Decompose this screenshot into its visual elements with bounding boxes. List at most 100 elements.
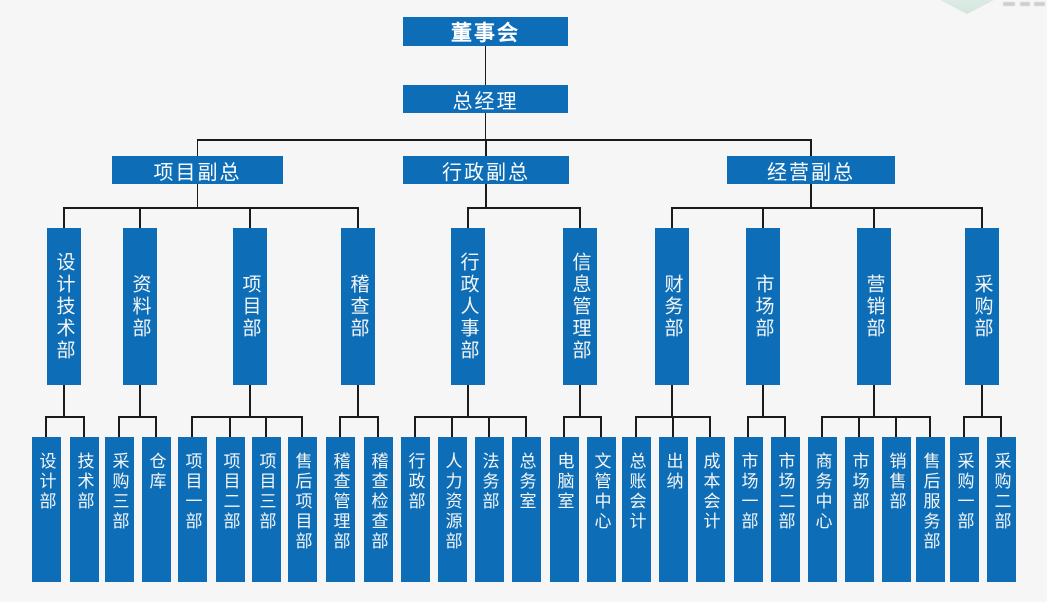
connector-line: [784, 417, 786, 437]
connector-line: [858, 417, 860, 437]
connector-line: [139, 208, 141, 228]
org-node-dept-1-1-label: 信息管理部: [569, 251, 591, 362]
org-node-sub-2-2-0-label: 商务中心: [812, 452, 832, 532]
org-node-sub-1-0-2: 法务部: [474, 437, 504, 582]
connector-line: [810, 140, 812, 156]
connector-line: [467, 208, 469, 228]
connector-line: [467, 207, 581, 209]
org-node-sub-1-1-1-label: 文管中心: [591, 452, 611, 532]
connector-line: [484, 113, 487, 140]
org-node-sub-0-1-1-label: 仓库: [146, 452, 166, 492]
org-node-dept-0-3-label: 稽查部: [347, 273, 369, 340]
org-node-sub-2-2-1-label: 市场部: [849, 452, 869, 512]
org-node-dept-1-1: 信息管理部: [563, 228, 597, 385]
connector-line: [191, 417, 193, 437]
org-node-sub-1-0-3: 总务室: [511, 437, 541, 582]
org-node-sub-0-2-0-label: 项目一部: [182, 452, 202, 532]
connector-line: [1000, 417, 1002, 437]
connector-line: [414, 417, 416, 437]
connector-line: [63, 385, 65, 417]
org-node-dept-2-1: 市场部: [746, 228, 780, 385]
connector-line: [339, 417, 341, 437]
connector-line: [525, 417, 527, 437]
org-node-sub-0-1-0: 采购三部: [104, 437, 134, 582]
connector-line: [895, 417, 897, 437]
org-node-dept-2-2: 营销部: [857, 228, 891, 385]
org-node-dept-2-0: 财务部: [655, 228, 689, 385]
org-node-dept-0-0: 设计技术部: [47, 228, 81, 385]
org-node-sub-1-0-0: 行政部: [400, 437, 430, 582]
org-node-sub-1-0-3-label: 总务室: [516, 452, 536, 512]
org-node-sub-2-3-0: 采购一部: [949, 437, 979, 582]
connector-line: [229, 417, 231, 437]
org-node-vp-1-label: 行政副总: [442, 161, 530, 184]
org-node-sub-0-3-0: 稽查管理部: [325, 437, 355, 582]
connector-line: [709, 417, 711, 437]
connector-line: [747, 417, 749, 437]
connector-line: [357, 385, 359, 417]
watermark-text-fragment: [1020, 2, 1030, 6]
connector-line: [563, 416, 602, 418]
connector-line: [63, 207, 359, 209]
org-node-vp-0-label: 项目副总: [153, 161, 242, 184]
connector-line: [963, 416, 1002, 418]
org-node-sub-2-3-0-label: 采购一部: [954, 452, 974, 532]
org-node-dept-1-0: 行政人事部: [451, 228, 485, 385]
connector-line: [963, 417, 965, 437]
connector-line: [249, 208, 251, 228]
org-node-sub-2-3-1: 采购二部: [986, 437, 1016, 582]
org-node-sub-0-2-2: 项目三部: [251, 437, 281, 582]
org-node-sub-0-0-0: 设计部: [31, 437, 61, 582]
connector-line: [139, 385, 141, 417]
org-node-sub-0-2-1-label: 项目二部: [220, 452, 240, 532]
connector-line: [981, 385, 983, 417]
connector-line: [762, 385, 764, 417]
org-node-sub-1-1-0-label: 电脑室: [554, 452, 574, 512]
connector-line: [63, 208, 65, 228]
connector-line: [671, 385, 673, 417]
org-node-general-manager: 总经理: [403, 85, 568, 113]
org-node-sub-2-3-1-label: 采购二部: [991, 452, 1011, 532]
connector-line: [485, 140, 487, 156]
org-node-sub-1-1-1: 文管中心: [586, 437, 616, 582]
org-node-sub-0-3-0-label: 稽查管理部: [330, 452, 350, 552]
org-node-sub-0-0-1: 技术部: [69, 437, 99, 582]
connector-line: [83, 417, 85, 437]
org-node-sub-2-0-1: 出纳: [658, 437, 688, 582]
org-node-sub-0-1-1: 仓库: [141, 437, 171, 582]
org-node-dept-2-2-label: 营销部: [863, 273, 885, 340]
org-node-sub-0-2-3-label: 售后项目部: [292, 452, 312, 552]
org-node-sub-2-2-2-label: 销售部: [886, 452, 906, 512]
org-node-board: 董事会: [403, 17, 568, 46]
connector-line: [821, 417, 823, 437]
org-node-sub-2-2-3-label: 售后服务部: [920, 452, 940, 552]
connector-line: [563, 417, 565, 437]
connector-line: [451, 417, 453, 437]
org-node-sub-0-1-0-label: 采购三部: [109, 452, 129, 532]
connector-line: [118, 417, 120, 437]
org-node-sub-0-2-3: 售后项目部: [287, 437, 317, 582]
connector-line: [357, 208, 359, 228]
connector-line: [484, 46, 487, 85]
org-node-sub-1-0-0-label: 行政部: [405, 452, 425, 512]
connector-line: [196, 140, 199, 156]
org-node-sub-1-0-1-label: 人力资源部: [442, 452, 462, 552]
org-node-sub-2-2-3: 售后服务部: [915, 437, 945, 582]
org-node-sub-0-3-1-label: 稽查检查部: [368, 452, 388, 552]
connector-line: [810, 184, 812, 208]
connector-line: [873, 385, 875, 417]
org-node-board-label: 董事会: [451, 21, 520, 45]
connector-line: [981, 208, 983, 228]
org-node-sub-1-0-1: 人力资源部: [437, 437, 467, 582]
org-node-vp-0: 项目副总: [112, 156, 283, 184]
org-node-dept-1-0-label: 行政人事部: [457, 251, 479, 362]
org-node-sub-2-2-0: 商务中心: [807, 437, 837, 582]
org-node-dept-2-1-label: 市场部: [752, 273, 774, 340]
org-node-sub-0-3-1: 稽查检查部: [363, 437, 393, 582]
org-node-vp-2: 经营副总: [727, 156, 895, 184]
connector-line: [249, 385, 251, 417]
org-node-sub-0-2-0: 项目一部: [177, 437, 207, 582]
connector-line: [671, 208, 673, 228]
connector-line: [929, 417, 931, 437]
